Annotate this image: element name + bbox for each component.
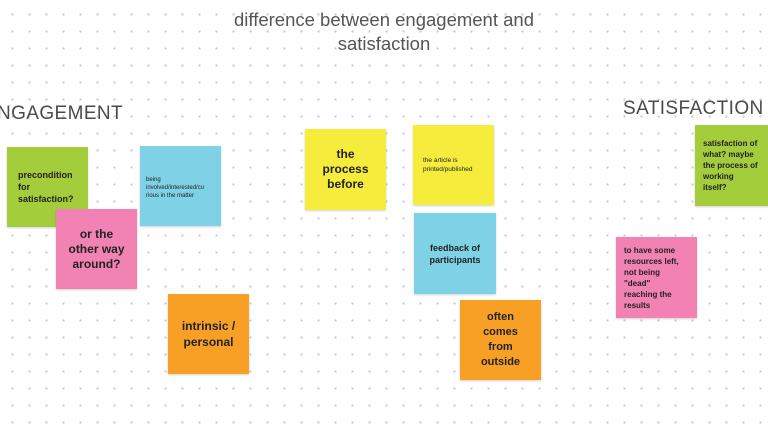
sticky-note-feedback[interactable]: feedback of participants <box>414 213 496 294</box>
sticky-note-text: intrinsic / personal <box>181 319 236 349</box>
sticky-note-text: feedback of participants <box>429 242 481 265</box>
sticky-note-outside[interactable]: often comes from outside <box>460 300 541 380</box>
sticky-note-intrinsic[interactable]: intrinsic / personal <box>168 294 249 374</box>
sticky-note-resources[interactable]: to have some resources left, not being "… <box>616 237 697 318</box>
sticky-note-precondition[interactable]: precondition for satisfaction? <box>7 147 88 227</box>
sticky-note-process-before[interactable]: the process before <box>305 129 386 210</box>
board-title: difference between engagement and satisf… <box>233 9 534 54</box>
sticky-note-text: being involved/interested/cu rious in th… <box>146 177 205 199</box>
sticky-note-text: or the other way around? <box>68 226 125 271</box>
satisfaction-label[interactable]: SATISFACTION <box>623 98 764 119</box>
sticky-note-text: the article is printed/published <box>423 157 473 173</box>
sticky-note-satisfaction-of[interactable]: satisfaction of what? maybe the process … <box>695 125 768 206</box>
sticky-note-involved[interactable]: being involved/interested/cu rious in th… <box>140 146 221 226</box>
sticky-note-text: the process before <box>322 147 369 191</box>
sticky-note-text: precondition for satisfaction? <box>18 170 74 204</box>
sticky-note-other-way[interactable]: or the other way around? <box>56 209 137 289</box>
sticky-note-article[interactable]: the article is printed/published <box>413 125 494 205</box>
sticky-note-text: to have some resources left, not being "… <box>624 245 679 310</box>
engagement-label[interactable]: NGAGEMENT <box>0 103 124 124</box>
sticky-note-text: often comes from outside <box>480 311 521 368</box>
sticky-note-text: satisfaction of what? maybe the process … <box>703 139 758 192</box>
